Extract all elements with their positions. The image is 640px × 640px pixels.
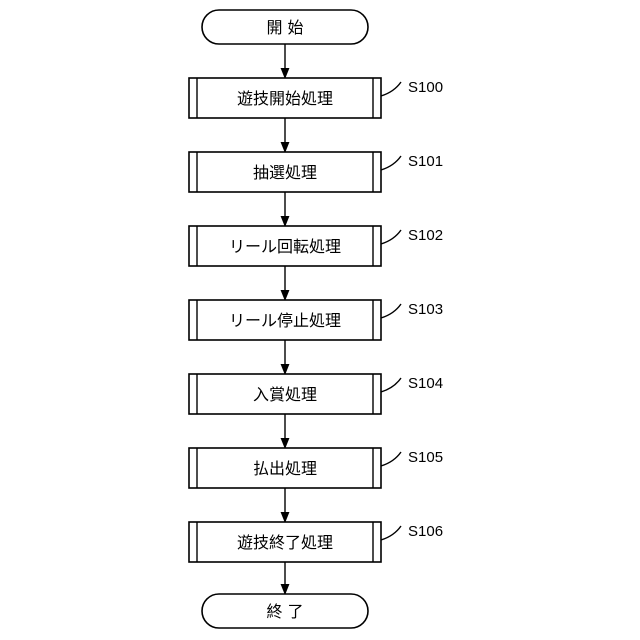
process-box-s100: 遊技開始処理 S100 [189, 78, 443, 118]
process-label-s106: 遊技終了処理 [237, 533, 333, 552]
process-box-s106: 遊技終了処理 S106 [189, 522, 443, 562]
step-leader-s106 [381, 526, 401, 540]
process-box-s105: 払出処理 S105 [189, 448, 443, 488]
process-label-s103: リール停止処理 [229, 311, 341, 330]
step-id-s105: S105 [408, 449, 443, 466]
step-id-s102: S102 [408, 227, 443, 244]
process-label-s105: 払出処理 [253, 459, 317, 478]
step-id-s106: S106 [408, 523, 443, 540]
step-leader-s102 [381, 230, 401, 244]
step-leader-s100 [381, 82, 401, 96]
process-box-s103: リール停止処理 S103 [189, 300, 443, 340]
process-box-s104: 入賞処理 S104 [189, 374, 443, 414]
start-label: 開 始 [266, 18, 303, 37]
process-box-s101: 抽選処理 S101 [189, 152, 443, 192]
step-leader-s104 [381, 378, 401, 392]
step-id-s103: S103 [408, 301, 443, 318]
process-label-s104: 入賞処理 [253, 385, 317, 404]
process-label-s101: 抽選処理 [253, 163, 317, 182]
process-label-s102: リール回転処理 [229, 237, 341, 256]
end-terminal: 終 了 [202, 594, 368, 628]
process-box-s102: リール回転処理 S102 [189, 226, 443, 266]
step-id-s100: S100 [408, 79, 443, 96]
step-leader-s101 [381, 156, 401, 170]
step-id-s101: S101 [408, 153, 443, 170]
step-leader-s103 [381, 304, 401, 318]
step-leader-s105 [381, 452, 401, 466]
end-label: 終 了 [266, 602, 303, 621]
start-terminal: 開 始 [202, 10, 368, 44]
step-id-s104: S104 [408, 375, 443, 392]
process-label-s100: 遊技開始処理 [237, 89, 333, 108]
